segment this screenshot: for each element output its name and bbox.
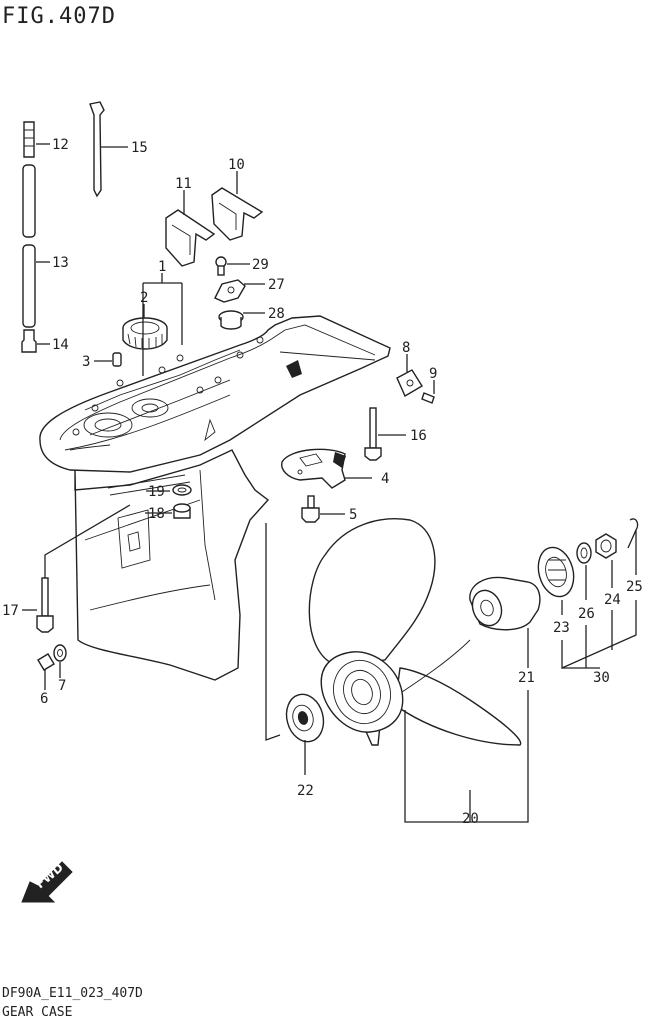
- part-13-tube: [22, 164, 36, 328]
- part-16-bolt: [364, 407, 382, 461]
- part-2-bearing: [122, 317, 168, 350]
- part-20-propeller: [308, 518, 522, 746]
- callout-6: 6: [40, 691, 48, 707]
- part-24-nut: [595, 533, 617, 559]
- part-9-screw: [421, 392, 435, 404]
- part-10-bracket: [211, 187, 264, 241]
- callout-24: 24: [604, 592, 621, 608]
- callout-27: 27: [268, 277, 285, 293]
- callout-17: 17: [2, 603, 19, 619]
- part-6-plug: [37, 653, 55, 671]
- callout-1: 1: [158, 259, 166, 275]
- part-23-spacer: [537, 546, 575, 598]
- callout-15: 15: [131, 140, 148, 156]
- callout-28: 28: [268, 306, 285, 322]
- part-11-bracket: [165, 209, 216, 267]
- callout-13: 13: [52, 255, 69, 271]
- callout-8: 8: [402, 340, 410, 356]
- callout-labels: 1 2 3 4 5 6 7 8 9 10 11 12 13 14 15 16 1…: [2, 137, 643, 827]
- fwd-arrow-icon: FWD: [21, 860, 73, 903]
- part-5-bolt: [301, 495, 320, 523]
- part-28-plug: [218, 310, 244, 330]
- part-3-dowel: [112, 352, 122, 367]
- leader-lines: [22, 143, 637, 823]
- part-18-plug: [173, 503, 191, 519]
- callout-23: 23: [553, 620, 570, 636]
- callout-25: 25: [626, 579, 643, 595]
- part-15-cable-tie: [89, 101, 105, 198]
- footer-code: DF90A_E11_023_407D: [2, 986, 143, 1001]
- callout-16: 16: [410, 428, 427, 444]
- callout-5: 5: [349, 507, 357, 523]
- part-12-grommet: [23, 121, 35, 158]
- callout-14: 14: [52, 337, 69, 353]
- part-19-washer: [172, 484, 192, 496]
- part-7-washer: [53, 644, 67, 662]
- callout-21: 21: [518, 670, 535, 686]
- callout-2: 2: [140, 290, 148, 306]
- part-27-plate: [214, 279, 246, 303]
- part-14-fitting: [21, 329, 37, 353]
- footer-name: GEAR CASE: [2, 1005, 73, 1020]
- gear-case-housing: [39, 315, 391, 681]
- callout-9: 9: [429, 366, 437, 382]
- callout-29: 29: [252, 257, 269, 273]
- part-25-cotter-pin: [627, 518, 639, 549]
- part-29-bolt: [215, 256, 227, 276]
- figure-title: FIG.407D: [2, 4, 116, 29]
- part-4-trim-tab: [281, 448, 346, 489]
- part-8-block: [396, 369, 423, 398]
- callout-11: 11: [175, 176, 192, 192]
- callout-26: 26: [578, 606, 595, 622]
- callout-10: 10: [228, 157, 245, 173]
- callout-12: 12: [52, 137, 69, 153]
- callout-20: 20: [462, 811, 479, 827]
- callout-3: 3: [82, 354, 90, 370]
- part-17-bolt: [36, 577, 54, 633]
- part-21-bushing: [469, 576, 541, 631]
- part-22-seal: [285, 693, 325, 743]
- part-26-washer: [576, 542, 592, 564]
- callout-30: 30: [593, 670, 610, 686]
- callout-22: 22: [297, 783, 314, 799]
- callout-19: 19: [148, 484, 165, 500]
- callout-7: 7: [58, 678, 66, 694]
- callout-18: 18: [148, 506, 165, 522]
- callout-4: 4: [381, 471, 389, 487]
